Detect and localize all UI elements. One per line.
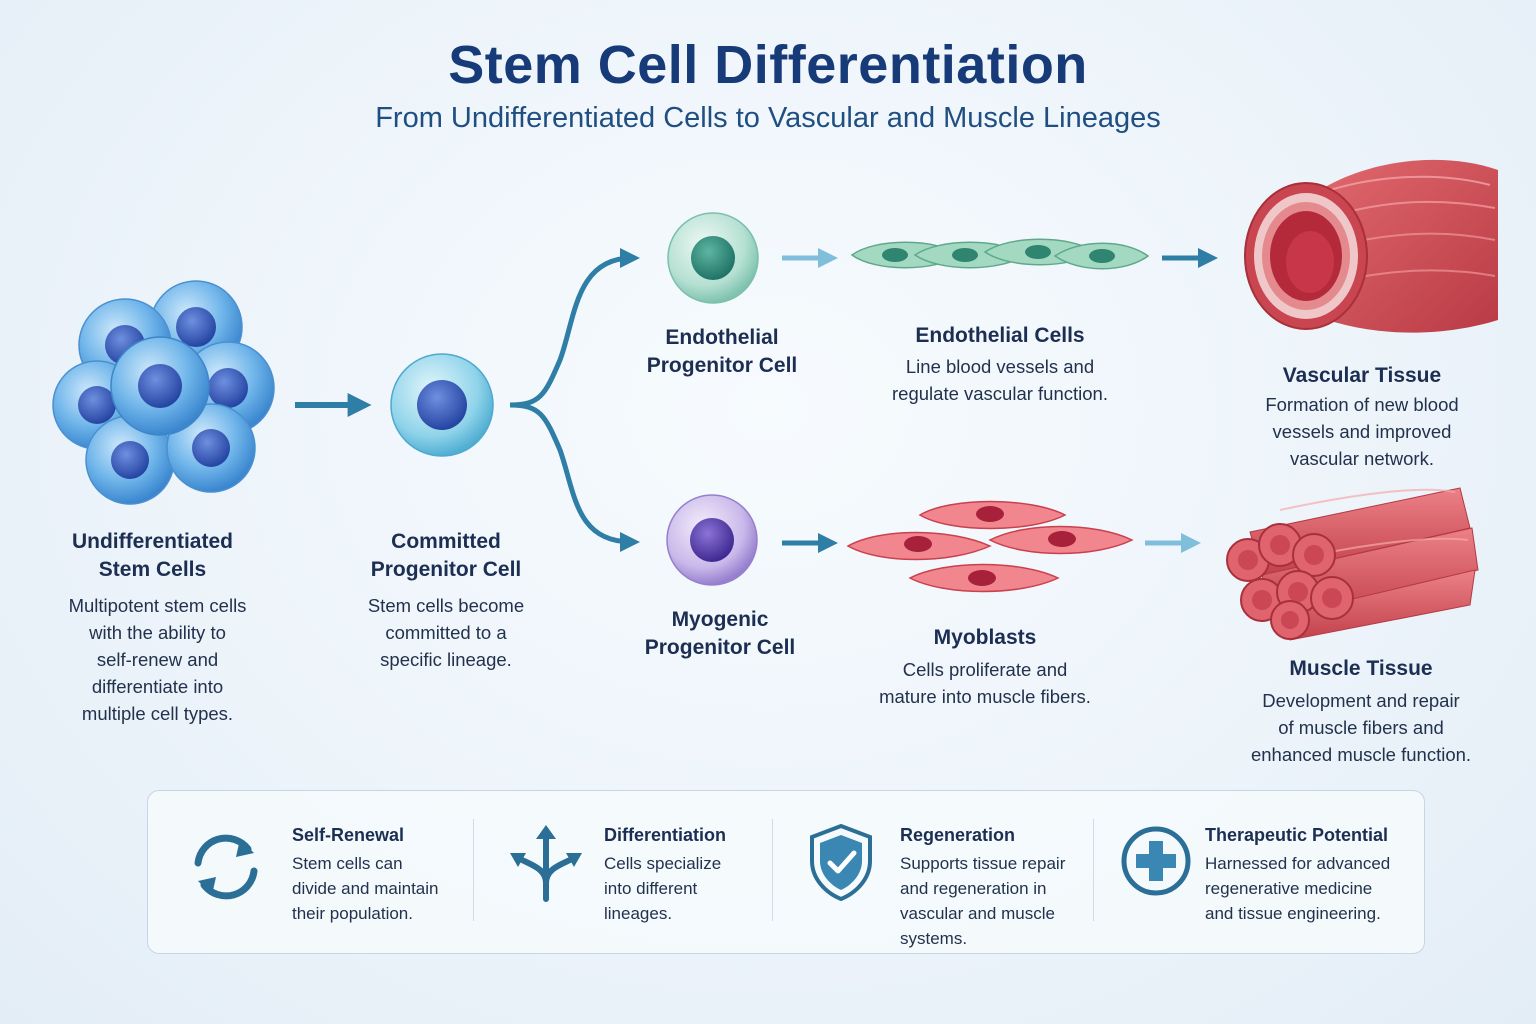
muscle-tissue-description: Development and repair of muscle fibers … [1226, 687, 1496, 768]
page-title: Stem Cell Differentiation [448, 35, 1088, 95]
label-line: Progenitor Cell [370, 558, 522, 581]
endothelial-progenitor-label: Endothelial Progenitor Cell [612, 324, 832, 380]
muscle-tissue-label: Muscle Tissue [1289, 657, 1433, 680]
feature-line: lineages. [604, 904, 673, 923]
label-line: Endothelial [665, 326, 779, 349]
vascular-tissue-description: Formation of new blood vessels and impro… [1232, 391, 1492, 472]
myogenic-progenitor-label: Myogenic Progenitor Cell [610, 606, 830, 662]
blood-vessel-illustration [1244, 159, 1498, 333]
feature-line: systems. [900, 929, 968, 948]
myogenic-progenitor-cell [666, 494, 758, 586]
feature-line: divide and maintain [292, 879, 439, 898]
shield-check-icon [810, 823, 872, 901]
endothelial-progenitor-cell [667, 212, 759, 304]
committed-progenitor-label: Committed Progenitor Cell [336, 528, 556, 584]
desc-line: mature into muscle fibers. [879, 686, 1091, 707]
myoblasts-label: Myoblasts [933, 626, 1037, 649]
desc-line: Formation of new blood [1265, 394, 1459, 415]
stem-cells-label: Undifferentiated Stem Cells [40, 528, 265, 584]
vascular-tissue-label: Vascular Tissue [1282, 364, 1442, 387]
feature-text: Harnessed for advanced regenerative medi… [1205, 851, 1390, 926]
panel-divider [473, 819, 474, 921]
stem-cell-cluster [52, 280, 275, 505]
committed-progenitor-cell [390, 353, 494, 457]
feature-line: their population. [292, 904, 413, 923]
label-line: Progenitor Cell [646, 354, 798, 377]
desc-line: committed to a [385, 622, 507, 643]
desc-line: differentiate into [91, 676, 224, 697]
desc-line: self-renew and [96, 649, 219, 670]
desc-line: Stem cells become [367, 595, 525, 616]
endothelial-cells-chain [850, 238, 1150, 270]
endothelial-cells-description: Line blood vessels and regulate vascular… [860, 353, 1140, 407]
desc-line: multiple cell types. [81, 703, 234, 724]
page-subtitle: From Undifferentiated Cells to Vascular … [375, 102, 1161, 134]
feature-title: Differentiation [604, 825, 727, 845]
desc-line: specific lineage. [380, 649, 512, 670]
desc-line: Multipotent stem cells [68, 595, 247, 616]
label-line: Undifferentiated [71, 530, 233, 553]
myoblasts-description: Cells proliferate and mature into muscle… [845, 656, 1125, 710]
label-line: Myogenic [671, 608, 769, 631]
panel-divider [772, 819, 773, 921]
endothelial-cells-label: Endothelial Cells [915, 324, 1085, 347]
muscle-fiber-bundle [1226, 487, 1479, 641]
feature-line: Stem cells can [292, 854, 403, 873]
desc-line: Cells proliferate and [902, 659, 1068, 680]
desc-line: regulate vascular function. [892, 383, 1108, 404]
feature-line: regenerative medicine [1205, 879, 1373, 898]
branch-arrow-endothelial [509, 248, 640, 408]
desc-line: with the ability to [89, 622, 226, 643]
feature-title: Self-Renewal [292, 825, 405, 845]
myoblasts-group [846, 500, 1134, 593]
stem-cells-description: Multipotent stem cells with the ability … [40, 592, 275, 727]
panel-divider [1093, 819, 1094, 921]
feature-line: Cells specialize [604, 854, 722, 873]
branching-arrows-icon [510, 825, 582, 902]
desc-line: vessels and improved [1272, 421, 1452, 442]
feature-line: vascular and muscle [900, 904, 1055, 923]
medical-cross-icon [1121, 826, 1191, 896]
feature-text: Stem cells can divide and maintain their… [292, 851, 438, 926]
desc-line: enhanced muscle function. [1250, 744, 1472, 765]
desc-line: vascular network. [1290, 448, 1434, 469]
feature-title: Therapeutic Potential [1205, 825, 1389, 845]
feature-line: Harnessed for advanced [1205, 854, 1391, 873]
desc-line: Development and repair [1262, 690, 1460, 711]
feature-line: and regeneration in [900, 879, 1047, 898]
branch-arrow-myogenic [509, 402, 640, 552]
label-line: Committed [391, 530, 501, 553]
feature-text: Supports tissue repair and regeneration … [900, 851, 1065, 951]
committed-progenitor-description: Stem cells become committed to a specifi… [336, 592, 556, 673]
feature-text: Cells specialize into different lineages… [604, 851, 721, 926]
cycle-arrows-icon [194, 834, 258, 900]
feature-line: into different [604, 879, 698, 898]
feature-line: and tissue engineering. [1205, 904, 1381, 923]
label-line: Progenitor Cell [644, 636, 796, 659]
desc-line: Line blood vessels and [905, 356, 1095, 377]
feature-line: Supports tissue repair [900, 854, 1066, 873]
features-panel: Self-Renewal Stem cells can divide and m… [147, 790, 1425, 954]
label-line: Stem Cells [98, 558, 207, 581]
desc-line: of muscle fibers and [1278, 717, 1444, 738]
feature-title: Regeneration [900, 825, 1016, 845]
